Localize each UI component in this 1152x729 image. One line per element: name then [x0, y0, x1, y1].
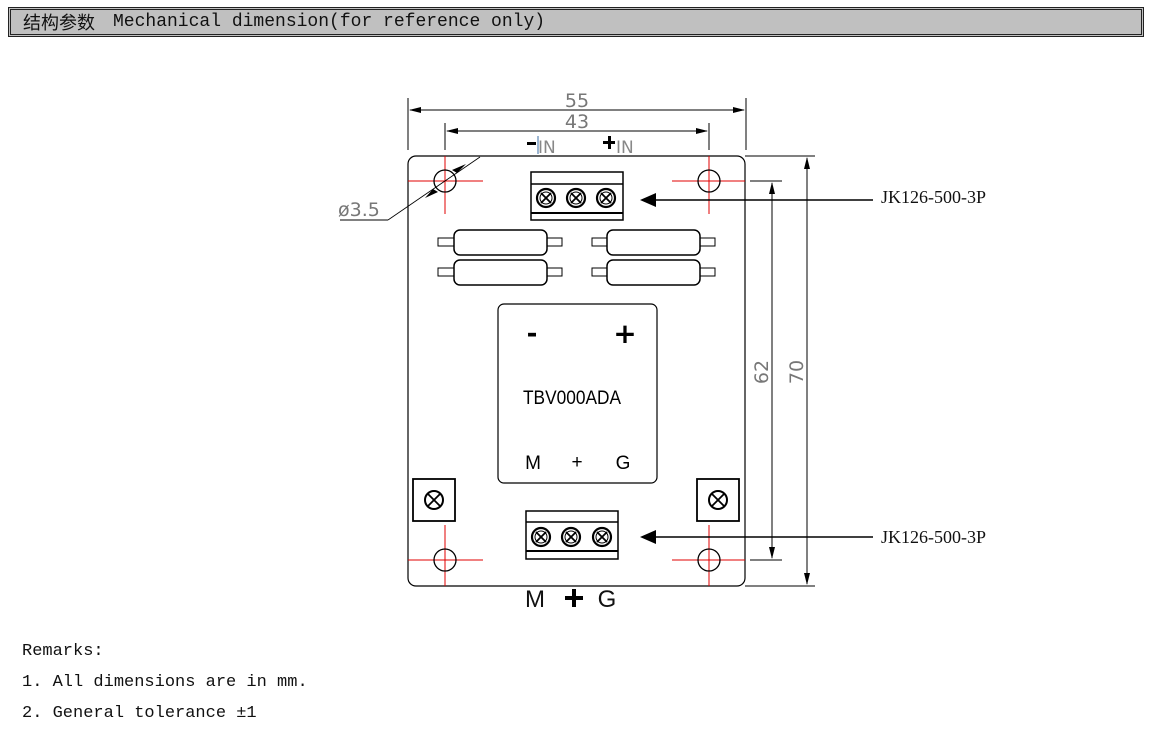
section-title-en: Mechanical dimension(for reference only) [113, 12, 546, 32]
component-resistor [437, 259, 563, 286]
screw-icon [530, 526, 552, 548]
bottom-label-g: G [598, 586, 617, 613]
hole-diameter-label: ø3.5 [338, 199, 380, 221]
connector-bottom-label: JK126-500-3P [881, 527, 986, 547]
minus-in-text: IN [538, 138, 556, 158]
section-header: 结构参数 Mechanical dimension(for reference … [8, 7, 1144, 37]
component-resistor [591, 229, 716, 256]
module-pin-plus: + [571, 452, 582, 473]
screw-icon [708, 490, 728, 510]
module-minus-label: - [527, 319, 538, 349]
dimension-70-label: 70 [786, 360, 808, 384]
remark-item: 2. General tolerance ±1 [22, 704, 257, 723]
minus-in-label: IN [527, 136, 556, 158]
dimension-43-label: 43 [565, 111, 589, 133]
mounting-hole-bottom-left [408, 525, 483, 586]
bottom-label-m: M [525, 586, 545, 613]
remarks-section: Remarks: 1. All dimensions are in mm. 2.… [22, 636, 308, 729]
top-terminal-block [530, 171, 624, 221]
connector-callout-bottom: JK126-500-3P [640, 527, 986, 547]
section-title-cn: 结构参数 [23, 15, 95, 35]
connector-callout-top: JK126-500-3P [640, 187, 986, 207]
hole-diameter-callout: ø3.5 [338, 156, 481, 221]
screw-icon [595, 187, 617, 209]
dimension-62-label: 62 [751, 360, 773, 384]
module-pin-m: M [525, 453, 541, 474]
dimension-overall-width: 55 [407, 90, 747, 150]
module-pin-g: G [616, 453, 631, 474]
module-model-label: TBV000ADA [523, 388, 621, 409]
remark-item: 1. All dimensions are in mm. [22, 673, 308, 692]
screw-icon [424, 490, 444, 510]
screw-post-right [696, 478, 740, 522]
mounting-hole-top-left [408, 156, 483, 214]
component-resistor [437, 229, 563, 256]
dimension-hole-spacing-width: 43 [444, 111, 710, 150]
bottom-label-plus [565, 589, 583, 607]
connector-top-label: JK126-500-3P [881, 187, 986, 207]
screw-icon [535, 187, 557, 209]
screw-icon [565, 187, 587, 209]
screw-icon [591, 526, 613, 548]
dimension-hole-spacing-height: 62 [750, 180, 782, 561]
board-outline [407, 155, 746, 587]
bottom-terminal-block [525, 510, 619, 560]
remarks-title: Remarks: [22, 642, 104, 661]
mounting-hole-bottom-right [672, 525, 745, 586]
dimension-overall-height: 70 [745, 155, 815, 587]
plus-in-label: IN [603, 136, 634, 158]
control-module: - + TBV000ADA M + G [497, 303, 658, 484]
mounting-hole-top-right [672, 156, 745, 214]
plus-in-text: IN [616, 138, 634, 158]
module-plus-label: + [613, 317, 636, 350]
screw-post-left [412, 478, 456, 522]
dimension-55-label: 55 [565, 90, 589, 112]
screw-icon [560, 526, 582, 548]
component-resistor [591, 259, 716, 286]
